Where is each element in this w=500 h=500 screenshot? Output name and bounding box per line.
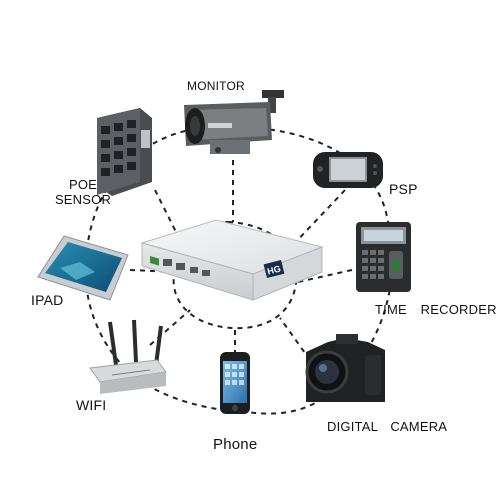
hub-badge-text: HG <box>266 264 282 277</box>
label-digital-camera: DIGITAL CAMERA <box>327 419 448 434</box>
label-poe-line1: POE <box>68 177 98 192</box>
label-poe-sensor: POE SENSOR <box>53 177 113 207</box>
outer-ring <box>84 125 394 415</box>
hub-port <box>163 259 172 266</box>
label-wifi: WIFI <box>76 397 107 413</box>
spoke-camera <box>279 317 311 361</box>
label-psp: PSP <box>389 181 418 197</box>
label-ipad: IPAD <box>31 292 64 308</box>
hub-port <box>150 255 159 266</box>
psp-icon <box>313 152 383 188</box>
cctv-camera-icon <box>184 90 284 154</box>
label-monitor: MONITOR <box>187 79 245 93</box>
ipad-icon <box>37 235 129 301</box>
hub-badge <box>263 260 285 278</box>
wifi-router-icon <box>89 319 167 394</box>
spoke-psp <box>291 189 346 247</box>
time-recorder-icon <box>356 222 411 292</box>
digital-camera-icon <box>305 334 385 402</box>
label-poe-line2: SENSOR <box>54 192 112 207</box>
label-time-recorder: TIME RECORDER <box>375 302 497 317</box>
hub-device: HG <box>140 219 324 301</box>
hub-right <box>252 246 323 301</box>
hub-port <box>176 263 185 270</box>
hub-port <box>202 270 210 276</box>
spoke-wifi <box>149 309 191 346</box>
spoke-ipad <box>129 269 177 273</box>
smartphone-icon <box>220 352 250 414</box>
hub-port <box>190 267 198 273</box>
poe-switch-icon <box>97 108 152 196</box>
label-phone: Phone <box>213 436 258 453</box>
